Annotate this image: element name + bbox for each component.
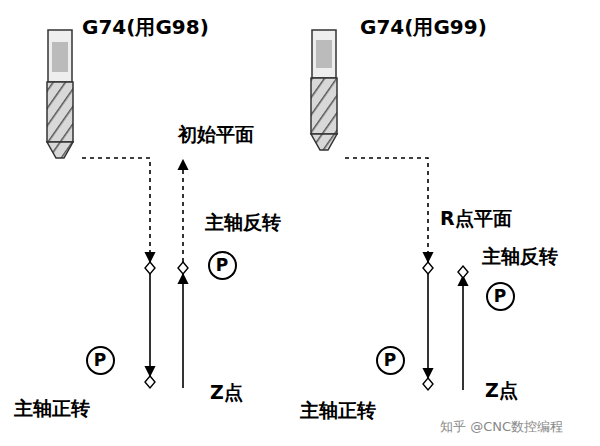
- circled-letter: P: [376, 346, 405, 375]
- circled-letter: P: [486, 282, 515, 311]
- tap-tool: [311, 30, 337, 150]
- point-marker: [145, 262, 468, 390]
- tool-path: [82, 158, 463, 390]
- spindle-label: 主轴正转: [300, 400, 376, 421]
- circle-text: P: [384, 352, 396, 369]
- heading: G74(用G99): [360, 16, 487, 38]
- circled-letter: P: [86, 346, 115, 375]
- circle-text: P: [494, 288, 506, 305]
- point-label: Z点: [210, 382, 243, 403]
- circled-letter: P: [208, 251, 237, 280]
- spindle-label: 主轴反转: [482, 246, 558, 267]
- spindle-label: 主轴反转: [205, 212, 281, 233]
- watermark: 知乎 @CNC数控编程: [440, 420, 563, 434]
- spindle-label: 主轴正转: [14, 398, 90, 419]
- circle-text: P: [216, 257, 228, 274]
- circle-text: P: [94, 352, 106, 369]
- plane-label: R点平面: [440, 208, 512, 229]
- tap-tool: [47, 30, 73, 158]
- point-label: Z点: [485, 380, 518, 401]
- plane-label: 初始平面: [178, 124, 254, 145]
- heading: G74(用G98): [82, 16, 209, 38]
